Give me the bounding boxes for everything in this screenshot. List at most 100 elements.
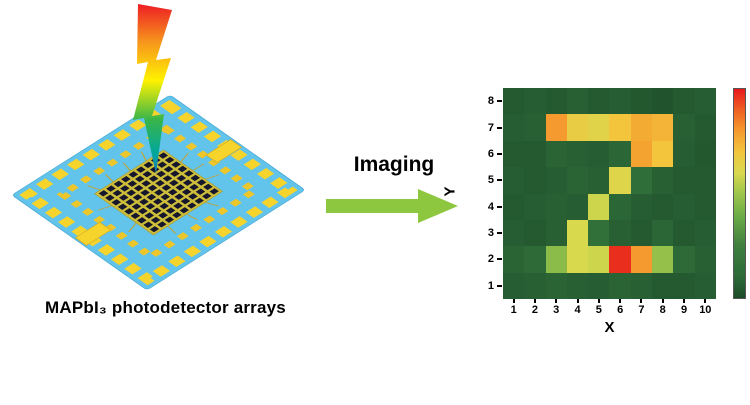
heatmap-cell (694, 140, 716, 168)
heatmap-cell (524, 219, 546, 247)
lightning-bolt-icon (133, 4, 172, 174)
heatmap-cell (609, 219, 631, 247)
bus-electrode-bottom (74, 221, 112, 246)
x-tick: 8 (652, 299, 673, 317)
heatmap-cell (652, 219, 674, 247)
x-tick: 9 (673, 299, 694, 317)
x-tick: 3 (546, 299, 567, 317)
heatmap-cell (524, 193, 546, 220)
heatmap-cell (694, 219, 716, 247)
x-tick: 6 (609, 299, 630, 317)
y-tick: 5 (458, 167, 502, 193)
x-tick: 5 (588, 299, 609, 317)
heatmap-cell (545, 88, 567, 115)
heatmap-cell (694, 193, 716, 220)
heatmap-cell (694, 88, 716, 115)
heatmap-cell (630, 114, 653, 141)
y-tick: 3 (458, 220, 502, 246)
heatmap-cell (673, 219, 695, 247)
bus-electrode-top (205, 139, 243, 164)
pixel-array (98, 152, 219, 233)
arrow-shape (326, 189, 458, 223)
imaging-label: Imaging (353, 153, 435, 176)
heatmap-cell (609, 272, 631, 299)
heatmap-cell (673, 140, 695, 168)
heatmap-cell (566, 167, 589, 194)
fanout-traces (87, 151, 220, 234)
x-tick: 10 (695, 299, 716, 317)
heatmap-cell (609, 140, 631, 168)
heatmap-cell (566, 272, 589, 299)
heatmap-cell (609, 193, 631, 220)
heatmap-cell (545, 140, 567, 168)
heatmap-cell (566, 193, 589, 220)
heatmap-cell (652, 167, 674, 194)
heatmap-cell (524, 88, 546, 115)
y-tick: 6 (458, 141, 502, 167)
heatmap-cell (673, 114, 695, 141)
y-tick: 2 (458, 246, 502, 272)
heatmap-cell (588, 167, 610, 194)
heatmap-cell (630, 219, 653, 247)
heatmap-cell (652, 114, 674, 141)
heatmap-cell (673, 167, 695, 194)
x-tick: 7 (631, 299, 652, 317)
heatmap-cell (694, 272, 716, 299)
heatmap-cell (609, 167, 631, 194)
heatmap-cell (588, 88, 610, 115)
heatmap-cell (630, 272, 653, 299)
heatmap-cell (503, 193, 525, 220)
heatmap-cell (673, 88, 695, 115)
heatmap-cell (545, 193, 567, 220)
arrow-right-icon (326, 189, 458, 223)
heatmap-cell (503, 88, 525, 115)
heatmap-cell (630, 88, 653, 115)
heatmap-cell (503, 140, 525, 168)
heatmap-cell (652, 246, 674, 273)
y-axis-title: Y (441, 186, 459, 197)
heatmap-cell (545, 272, 567, 299)
heatmap-cell (545, 167, 567, 194)
heatmap-cell (588, 219, 610, 247)
heatmap-cell (588, 114, 610, 141)
heatmap-cell (524, 246, 546, 273)
x-axis-title: X (604, 319, 615, 336)
heatmap-cell (545, 219, 567, 247)
heatmap-grid (503, 88, 716, 299)
heatmap-cell (588, 272, 610, 299)
heatmap-cell (630, 140, 653, 168)
heatmap-cell (503, 167, 525, 194)
heatmap-cell (566, 88, 589, 115)
heatmap-cell (694, 246, 716, 273)
heatmap-cell (652, 140, 674, 168)
colorbar (733, 88, 746, 299)
heatmap-cell (566, 246, 589, 273)
heatmap-cell (566, 140, 589, 168)
heatmap-cell (545, 114, 567, 141)
heatmap-cell (503, 114, 525, 141)
chip-base (13, 95, 304, 290)
heatmap-cell (673, 193, 695, 220)
x-tick: 1 (503, 299, 524, 317)
heatmap-cell (524, 272, 546, 299)
heatmap-cell (524, 140, 546, 168)
heatmap-cell (630, 167, 653, 194)
heatmap-cell (694, 167, 716, 194)
x-tick: 2 (524, 299, 545, 317)
heatmap-cell (694, 114, 716, 141)
heatmap-cell (609, 88, 631, 115)
y-tick: 8 (458, 88, 502, 114)
heatmap-cell (503, 219, 525, 247)
heatmap-cell (503, 246, 525, 273)
heatmap-cell (673, 246, 695, 273)
heatmap-cell (545, 246, 567, 273)
heatmap-cell (588, 193, 610, 220)
heatmap-cell (609, 246, 631, 273)
heatmap-cell (588, 246, 610, 273)
photodetector-chip-illustration (13, 4, 304, 290)
heatmap-cell (609, 114, 631, 141)
heatmap-cell (630, 193, 653, 220)
